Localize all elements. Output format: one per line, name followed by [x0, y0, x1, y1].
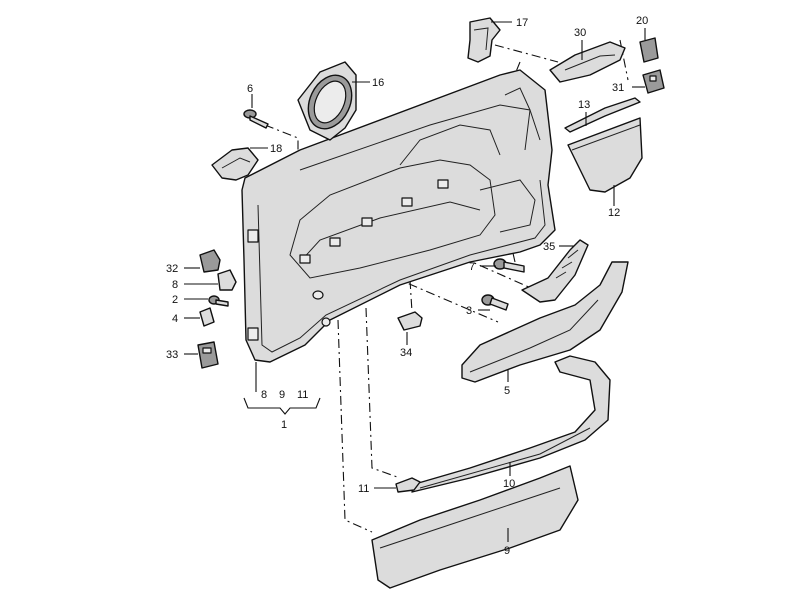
switch-20 [639, 37, 659, 63]
callout-32: 32 [166, 263, 178, 275]
callout-33: 33 [166, 349, 178, 361]
switch-31-button [649, 75, 657, 82]
panel-clip-5 [437, 179, 449, 189]
callout-12: 12 [608, 207, 620, 219]
panel-clip-1 [299, 254, 311, 264]
callout-labels: 17 16 6 18 30 20 31 13 12 35 32 8 2 4 33… [166, 15, 648, 557]
leader-lines [184, 21, 646, 542]
handle-30 [549, 41, 626, 83]
callout-9: 9 [504, 545, 510, 557]
clip-11 [395, 477, 421, 493]
panel-hole-1 [312, 290, 324, 300]
assembly-line-17 [494, 44, 559, 63]
callout-17: 17 [516, 17, 528, 29]
callout-31: 31 [612, 82, 624, 94]
panel-clip-6 [247, 229, 259, 243]
callout-3: 3 [466, 305, 472, 317]
group-label-8: 8 [261, 389, 267, 401]
callout-5: 5 [504, 385, 510, 397]
panel-clip-7 [247, 327, 259, 341]
trim-13 [564, 97, 641, 133]
trim-9 [371, 465, 579, 589]
callout-35: 35 [543, 241, 555, 253]
assembly-line-35 [444, 249, 541, 293]
pocket-12 [567, 117, 643, 193]
clip-32 [199, 249, 221, 273]
panel-clip-2 [329, 237, 341, 247]
callout-18: 18 [270, 143, 282, 155]
callout-8: 8 [172, 279, 178, 291]
assembly-line-7 [509, 239, 516, 263]
callout-1: 1 [281, 419, 287, 431]
strip-10 [411, 355, 611, 493]
bracket-17 [467, 17, 501, 63]
group-label-11: 11 [297, 389, 308, 401]
clip-34 [397, 311, 423, 331]
bracket-35 [521, 239, 589, 303]
bracket-18 [211, 147, 259, 181]
pin-2 [208, 295, 229, 307]
callout-34: 34 [400, 347, 412, 359]
door-panel [241, 69, 556, 363]
group-bracket-1 [243, 397, 321, 415]
assembly-line-9 [337, 319, 373, 533]
panel-hole-2 [321, 317, 331, 327]
screw-6 [243, 109, 269, 129]
callout-16: 16 [372, 77, 384, 89]
callout-4: 4 [172, 313, 178, 325]
panel-clip-3 [361, 217, 373, 227]
callout-10: 10 [503, 478, 515, 490]
group-label-9: 9 [279, 389, 285, 401]
callout-20: 20 [636, 15, 648, 27]
switch-33-button [202, 347, 212, 354]
callout-6: 6 [247, 83, 253, 95]
cap-4 [199, 307, 215, 327]
screw-3 [481, 294, 509, 311]
switch-33 [197, 341, 219, 369]
switch-31 [642, 69, 665, 94]
assembly-line-34 [409, 279, 413, 313]
callout-11: 11 [358, 483, 369, 495]
armrest-5 [461, 261, 629, 383]
callout-2: 2 [172, 294, 178, 306]
assembly-line-11 [365, 307, 401, 479]
speaker-grille [297, 61, 357, 141]
callout-30: 30 [574, 27, 586, 39]
callout-13: 13 [578, 99, 590, 111]
panel-clip-4 [401, 197, 413, 207]
plug-8 [217, 269, 237, 291]
screw-7 [493, 258, 525, 273]
callout-7: 7 [469, 261, 475, 273]
